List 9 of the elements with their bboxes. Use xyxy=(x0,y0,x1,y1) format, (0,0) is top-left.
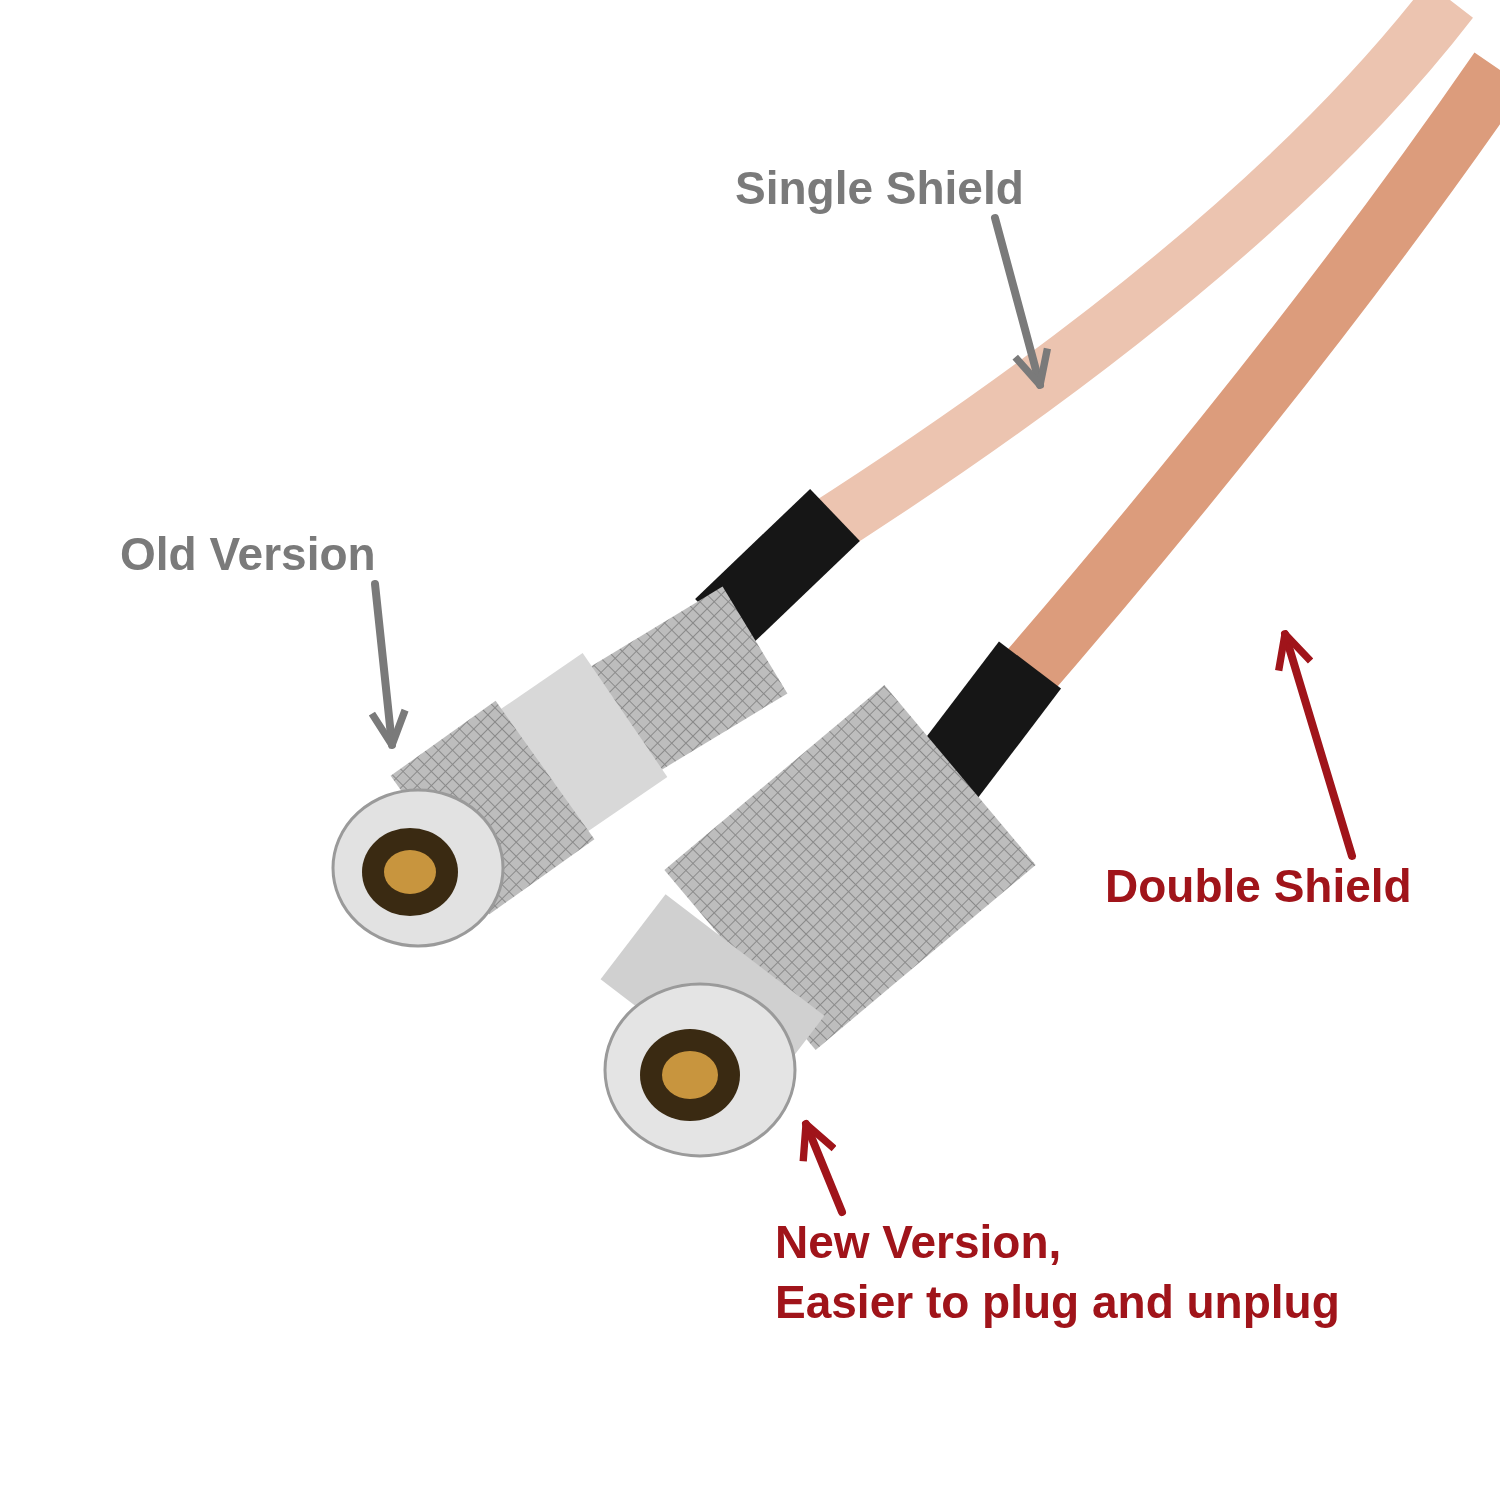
callout-text: New Version, xyxy=(775,1215,1062,1270)
leader-arrow xyxy=(991,214,1052,389)
callout-text: Easier to plug and unplug xyxy=(775,1275,1340,1330)
leader-arrow xyxy=(1275,630,1356,860)
callout-text: Single Shield xyxy=(735,161,1024,216)
leader-arrow xyxy=(368,580,409,749)
leader-arrow xyxy=(799,1120,846,1216)
callout-text: Old Version xyxy=(120,527,376,582)
callout-text: Double Shield xyxy=(1105,859,1412,914)
